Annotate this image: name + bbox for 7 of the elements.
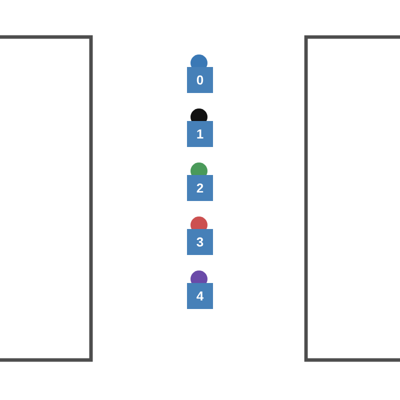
empty-box [0, 35, 93, 362]
number-box: 2 [187, 175, 213, 201]
number-box: 4 [187, 283, 213, 309]
number-box: 0 [187, 67, 213, 93]
number-box: 1 [187, 121, 213, 147]
number-box: 3 [187, 229, 213, 255]
empty-box [304, 35, 400, 362]
